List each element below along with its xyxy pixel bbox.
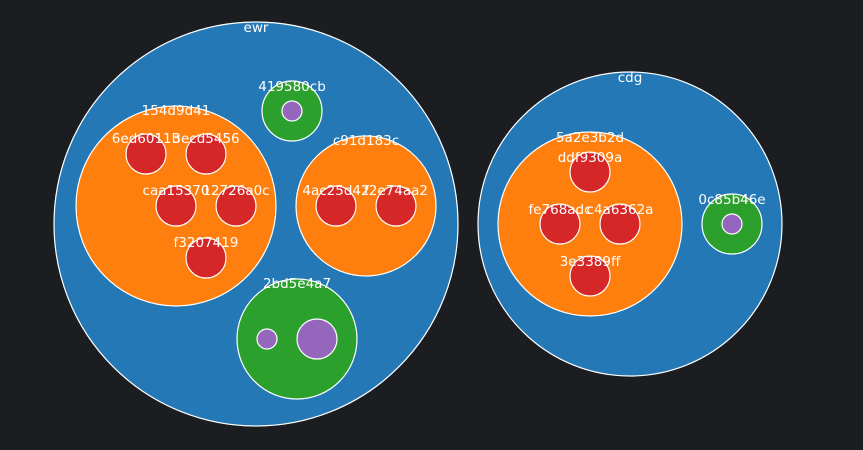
rack-label: 154d9d41 [142, 103, 211, 119]
node-circle[interactable] [155, 185, 197, 227]
node-label: c4a6362a [587, 202, 654, 218]
rack-label: 5a2e3b2d [556, 130, 624, 146]
node-circle[interactable] [125, 133, 167, 175]
group-label: 2bd5e4a7 [263, 276, 331, 292]
node-circle[interactable] [185, 237, 227, 279]
node-circle[interactable] [569, 151, 611, 193]
node-label: 3e3389ff [560, 254, 621, 270]
node-label: caa15370 [143, 183, 210, 199]
node-label: 3ecd5456 [172, 131, 239, 147]
rack-circle[interactable] [497, 131, 683, 317]
node-circle[interactable] [315, 185, 357, 227]
node-label: f2e74aa2 [364, 183, 428, 199]
node-label: 12726a0c [202, 183, 269, 199]
rack-label: c91d183c [333, 133, 399, 149]
region-label: ewr [244, 20, 269, 36]
circle-layer [53, 21, 783, 427]
node-circle[interactable] [569, 255, 611, 297]
node-label: 4ac25d42 [302, 183, 369, 199]
node-circle[interactable] [539, 203, 581, 245]
node-label: fe768adc [528, 202, 591, 218]
group-label: 419580cb [258, 79, 326, 95]
node-circle[interactable] [215, 185, 257, 227]
node-label: ddf9309a [558, 150, 623, 166]
node-label: 6ed6011b [112, 131, 180, 147]
leaf-circle[interactable] [256, 328, 278, 350]
leaf-circle[interactable] [296, 318, 338, 360]
region-label: cdg [618, 70, 643, 86]
group-label: 0c85b46e [698, 192, 765, 208]
node-circle[interactable] [375, 185, 417, 227]
rack-circle[interactable] [295, 135, 437, 277]
node-label: f3207419 [174, 235, 239, 251]
leaf-circle[interactable] [281, 100, 303, 122]
node-circle[interactable] [599, 203, 641, 245]
node-circle[interactable] [185, 133, 227, 175]
leaf-circle[interactable] [721, 213, 743, 235]
